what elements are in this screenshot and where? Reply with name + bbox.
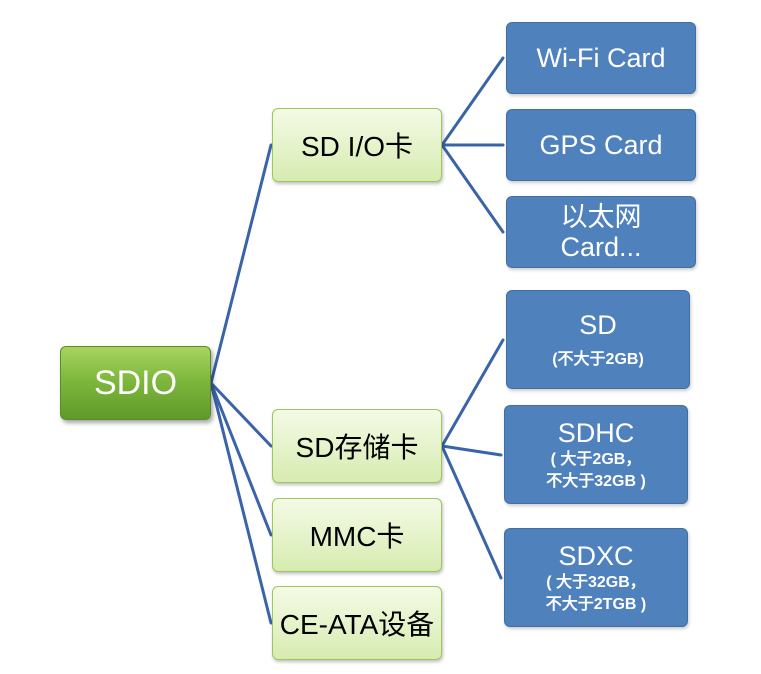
category-memory-card: SD存储卡 [272, 409, 442, 483]
leaf-label: SD [579, 309, 617, 340]
connector-root-memory-card [209, 381, 273, 448]
leaf-gps-card: GPS Card [506, 109, 696, 181]
leaf-label: SDHC [557, 417, 635, 448]
leaf-ethernet-card: 以太网 Card... [506, 196, 696, 268]
category-label: MMC卡 [309, 521, 405, 552]
leaf-note: (不大于2GB) [552, 350, 644, 368]
leaf-note-line1: ( 大于32GB， [546, 573, 646, 591]
leaf-label: SDXC [558, 540, 634, 571]
category-mmc-card: MMC卡 [272, 498, 442, 572]
leaf-note-line2: 不大于32GB ) [546, 472, 646, 490]
connector-io-wifi [440, 56, 505, 147]
leaf-label-line1: 以太网 [560, 202, 642, 232]
connector-root-ceata [209, 381, 273, 625]
connector-mem-sdhc [440, 444, 503, 457]
connector-io-eth [440, 143, 505, 234]
category-label: SD存储卡 [295, 432, 419, 463]
category-label: SD I/O卡 [300, 131, 413, 162]
leaf-sdhc: SDHC ( 大于2GB， 不大于32GB ) [504, 405, 688, 504]
leaf-note-line2: 不大于2TGB ) [545, 595, 647, 613]
connector-mem-sdxc [440, 444, 503, 580]
category-ceata: CE-ATA设备 [272, 586, 442, 660]
root-label: SDIO [93, 363, 178, 402]
category-sdio-card: SD I/O卡 [272, 108, 442, 182]
connector-mem-sd [440, 338, 505, 448]
leaf-note-line1: ( 大于2GB， [550, 450, 642, 468]
leaf-sdxc: SDXC ( 大于32GB， 不大于2TGB ) [504, 528, 688, 627]
leaf-label-line2: Card... [560, 232, 642, 262]
root-node-sdio: SDIO [60, 346, 211, 420]
leaf-label: Wi-Fi Card [536, 43, 666, 73]
category-label: CE-ATA设备 [279, 609, 435, 640]
leaf-label: GPS Card [539, 130, 663, 160]
connector-root-sdio-card [209, 143, 273, 385]
leaf-sd: SD (不大于2GB) [506, 290, 690, 389]
leaf-wifi-card: Wi-Fi Card [506, 22, 696, 94]
connector-root-mmc-card [209, 381, 273, 537]
